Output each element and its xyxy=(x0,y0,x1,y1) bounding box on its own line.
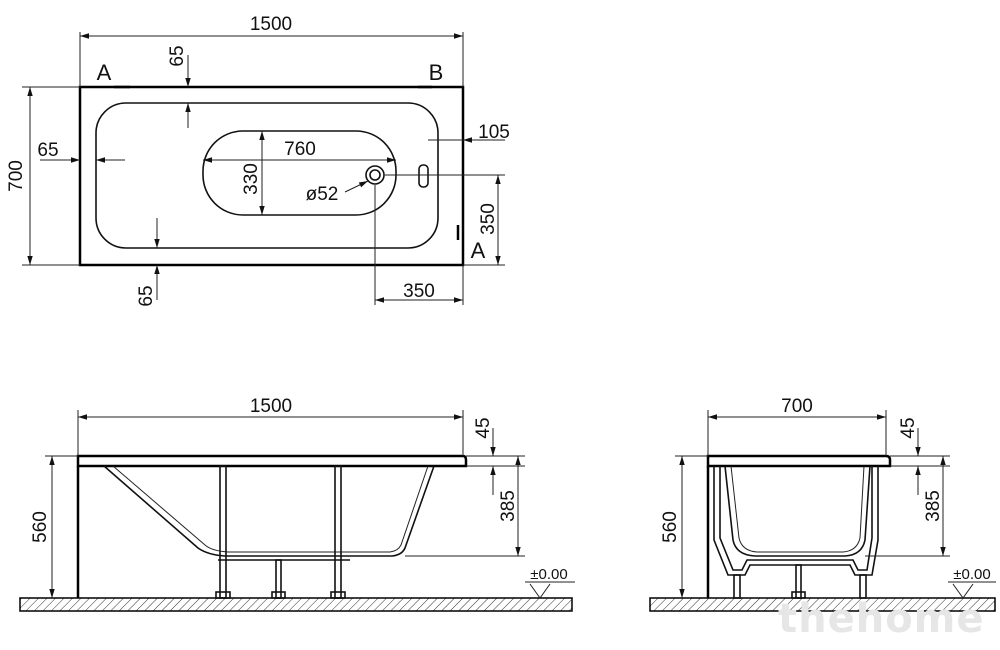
end-view: 700 45 385 560 ±0.00 xyxy=(649,396,996,612)
dim-overall-width: 700 xyxy=(6,160,27,192)
dim-overflow-offset: 105 xyxy=(478,122,510,143)
dim-overall-length: 1500 xyxy=(250,14,292,35)
drain-hole xyxy=(365,165,385,185)
tub-rim-end xyxy=(706,454,892,468)
section-label-a-top: A xyxy=(97,60,112,85)
dim-side-total-height: 560 xyxy=(30,511,51,543)
dim-drain-offset-y: 350 xyxy=(478,203,499,235)
dim-rim-bottom: 65 xyxy=(136,285,157,306)
side-view: 1500 45 385 560 ±0.00 xyxy=(19,396,575,612)
dim-drain-diameter: ø52 xyxy=(306,184,339,205)
floor-side xyxy=(19,597,573,612)
section-label-a-side: A xyxy=(471,238,486,263)
tub-outline-top xyxy=(78,85,465,267)
dim-rim-top: 65 xyxy=(167,45,188,66)
dim-rim-left: 65 xyxy=(37,140,58,161)
section-label-b: B xyxy=(429,60,444,85)
tub-body-end xyxy=(724,465,871,557)
floor-level-side: ±0.00 xyxy=(530,566,567,583)
tub-basin-floor xyxy=(202,130,397,216)
tub-rim-side xyxy=(76,454,468,468)
overflow-slot xyxy=(418,164,429,188)
dim-end-width: 700 xyxy=(781,396,813,417)
dim-side-rim-thickness: 45 xyxy=(473,417,494,438)
support-frame-end xyxy=(713,466,879,599)
dim-basin-width: 330 xyxy=(241,163,262,195)
floor-level-end: ±0.00 xyxy=(953,566,990,583)
tub-body-side xyxy=(103,465,435,557)
watermark: thehome xyxy=(778,596,985,642)
support-legs-side xyxy=(215,465,350,599)
dim-end-depth: 385 xyxy=(923,490,944,522)
dim-side-length: 1500 xyxy=(250,396,292,417)
dim-end-total-height: 560 xyxy=(660,511,681,543)
top-view: 1500 700 65 65 65 760 330 ø52 105 xyxy=(6,14,510,307)
dim-side-depth: 385 xyxy=(498,490,519,522)
dim-basin-length: 760 xyxy=(284,139,316,160)
dim-end-rim-thickness: 45 xyxy=(898,417,919,438)
floor-end xyxy=(649,597,996,612)
dim-drain-offset-x: 350 xyxy=(403,281,435,302)
